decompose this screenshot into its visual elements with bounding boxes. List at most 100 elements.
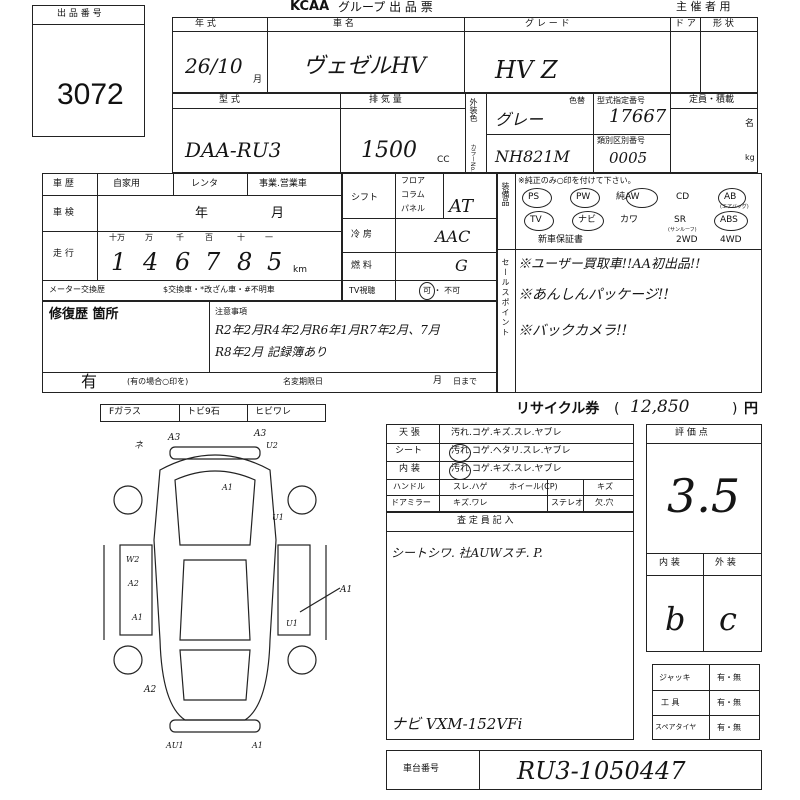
mirror-label: ドアミラー — [391, 498, 431, 507]
seat-items: 汚れ.コゲ.ヘタリ.スレ.ヤブレ — [451, 446, 571, 456]
tools-box: ジャッキ 有・無 工 具 有・無 スペアタイヤ 有・無 — [652, 664, 760, 740]
chassis-value: RU3-1050447 — [517, 757, 686, 785]
mirror-items: キズ.ワレ — [453, 498, 488, 507]
shift-block: シフト フロア コラム パネル AT 冷 房 AAC 燃 料 G TV視聴 可 … — [342, 173, 497, 301]
shift-option-floor: フロア — [401, 176, 425, 185]
interior-score-value: b — [665, 600, 686, 638]
recycle-unit: 円 — [744, 401, 758, 417]
ceiling-label: 天 張 — [399, 428, 420, 438]
recycle-close-paren: ) — [732, 401, 738, 417]
car-hood-outline — [174, 470, 256, 546]
digit-label-1: 一 — [265, 233, 273, 242]
recycle-value: 12,850 — [630, 397, 690, 417]
body-type-label: 形 状 — [713, 19, 734, 29]
lot-number-box: 出 品 番 号 3072 — [32, 5, 145, 137]
repair-history-label: 修復歴 箇所 — [49, 307, 119, 322]
tools-label: 工 具 — [661, 698, 680, 707]
mileage-digit-6: 5 — [267, 248, 283, 276]
glass-box: Fガラス トビ9石 ヒビワレ — [100, 404, 326, 422]
notes-line-1: R2年2月R4年2月R6年1月R7年2月、7月 — [215, 323, 440, 337]
sales-point-3: ※バックカメラ!! — [518, 323, 628, 339]
equip-2wd: 2WD — [676, 235, 698, 245]
model-value: DAA-RU3 — [185, 138, 282, 162]
persons-unit: 名 — [745, 119, 755, 129]
class-number-value: 0005 — [609, 149, 648, 167]
sales-point-1: ※ユーザー買取車!!AA初出品!! — [518, 257, 701, 272]
mark-front-u2: U2 — [266, 441, 278, 450]
car-roof-outline — [179, 559, 251, 641]
mark-front-a3-right: A3 — [254, 429, 267, 439]
circle-pw — [570, 188, 600, 208]
mark-left-rear-a1: A1 — [132, 613, 143, 622]
circle-navi — [572, 211, 604, 231]
displacement-label: 排 気 量 — [369, 95, 402, 105]
business-label: 事業.営業車 — [259, 179, 307, 189]
sheet-title: グループ 出 品 票 — [338, 0, 433, 14]
grade-value: HV Z — [495, 56, 558, 84]
circle-ps — [522, 188, 552, 208]
mark-right-a1: A1 — [340, 585, 353, 595]
name-change-until: 日まで — [453, 377, 477, 386]
repair-block: 修復歴 箇所 有 (有の場合○印を) 注意事項 R2年2月R4年2月R6年1月R… — [42, 301, 497, 393]
seat-stain-circle — [449, 444, 471, 462]
history-block: 車 歴 自家用 レンタ 事業.営業車 車 検 年 月 走 行 十万 万 千 百 … — [42, 173, 342, 301]
organizer-label: 主 催 者 用 — [676, 0, 731, 13]
mileage-digit-3: 6 — [175, 248, 191, 276]
rear-left-wheel — [113, 645, 143, 675]
mileage-digit-4: 7 — [205, 248, 221, 276]
wheel-label: ホイール(CP) — [509, 482, 558, 491]
mark-front-left: ネ — [134, 441, 144, 451]
seat-label: シート — [395, 446, 423, 456]
year-month-suffix: 月 — [253, 75, 263, 85]
lot-number-label: 出 品 番 号 — [57, 9, 102, 19]
year-label: 年 式 — [195, 19, 216, 29]
handle-label: ハンドル — [393, 482, 425, 491]
color-code-value: NH821M — [495, 147, 570, 166]
equip-4wd: 4WD — [720, 235, 742, 245]
glass-front: Fガラス — [109, 407, 141, 417]
car-history-label: 車 歴 — [53, 179, 74, 189]
tv-circle-mark — [419, 282, 435, 300]
model-info-row: 型 式 排 気 量 外装色 カラーNo. 色替 型式指定番号 類別区別番号 定員… — [172, 93, 758, 173]
glass-chip: トビ9石 — [187, 407, 220, 417]
interior-table: 天 張 汚れ.コゲ.キズ.スレ.ヤブレ シート 汚れ.コゲ.ヘタリ.スレ.ヤブレ… — [386, 424, 634, 512]
front-left-wheel — [113, 485, 143, 515]
equip-cd: CD — [676, 192, 690, 202]
mark-rear-au1: AU1 — [166, 741, 184, 750]
jack-label: ジャッキ — [659, 673, 691, 682]
name-change-label: 名変期限日 — [283, 377, 323, 386]
exterior-score-value: c — [719, 600, 737, 638]
car-name-label: 車 名 — [333, 19, 354, 29]
sales-points-label: セールスポイント — [501, 258, 510, 338]
handle-items: スレ.ハゲ — [453, 482, 488, 491]
ac-value: AAC — [435, 227, 471, 246]
equipment-block: 装備品 ※純正のみ○印を付けて下さい。 PS PW 純AW CD AB (エアバ… — [497, 173, 762, 393]
trim-stain-circle — [449, 462, 471, 480]
type-number-value: 17667 — [609, 106, 667, 127]
chassis-box: 車台番号 RU3-1050447 — [386, 750, 762, 790]
jack-value: 有・無 — [717, 673, 741, 682]
year-value: 26/10 — [185, 54, 243, 78]
digit-label-10k: 万 — [145, 233, 153, 242]
meter-change-label: メーター交換歴 — [49, 285, 105, 294]
interior-score-label: 内 装 — [659, 558, 680, 568]
km-unit: km — [293, 265, 307, 275]
spare-tire-label: スペアタイヤ — [655, 723, 697, 731]
mark-right-rear-u1: U1 — [286, 619, 298, 628]
trim-items: 汚れ.コゲ.キズ.スレ.ヤブレ — [451, 464, 562, 474]
repair-note: (有の場合○印を) — [127, 377, 189, 386]
rear-bumper — [169, 719, 261, 733]
inspection-year-label: 年 — [195, 206, 209, 221]
mark-front-a3-left: A3 — [168, 433, 181, 443]
mileage-label: 走 行 — [53, 249, 74, 259]
mark-left-w2: W2 — [126, 555, 140, 564]
shift-option-panel: パネル — [401, 204, 425, 213]
notes-line-2: R8年2月 記録簿あり — [215, 345, 328, 359]
shift-option-column: コラム — [401, 190, 425, 199]
score-box: 評 価 点 3.5 内 装 外 装 b c — [646, 424, 762, 652]
mark-right-front-u1: U1 — [272, 513, 284, 522]
score-label: 評 価 点 — [675, 428, 708, 438]
brand-logo: KCAA — [290, 0, 330, 14]
trim-label: 内 装 — [399, 464, 420, 474]
